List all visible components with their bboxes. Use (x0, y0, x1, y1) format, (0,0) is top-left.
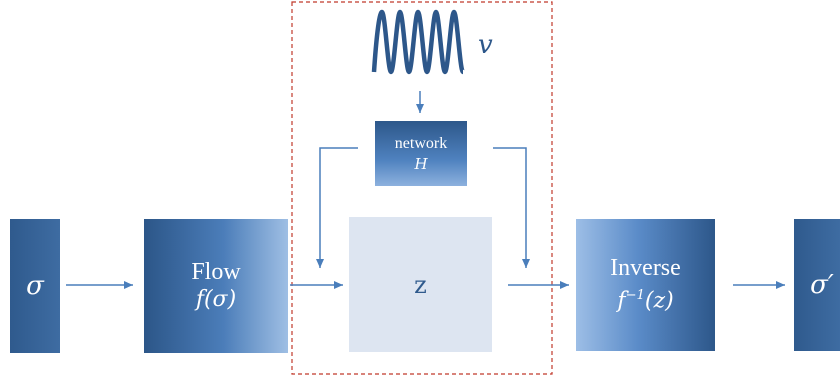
dashed-boundary (291, 1, 553, 375)
inverse-expression: f−1(z) (617, 282, 673, 315)
inverse-expr-arg: (z) (644, 288, 674, 314)
arrow-network-to-z-left (316, 147, 358, 268)
network-label: network (394, 134, 448, 152)
flow-box: Flow f(σ) (144, 219, 288, 353)
sigma-label: σ (26, 271, 44, 301)
network-variable: H (414, 154, 428, 173)
flow-label: Flow (191, 259, 241, 285)
flow-expression: f(σ) (195, 287, 237, 312)
inverse-expr-sup: −1 (625, 288, 645, 304)
inverse-label: Inverse (610, 255, 681, 282)
noise-label: v (478, 30, 493, 60)
latent-z-box: z (349, 217, 492, 352)
sigma-prime-box: σ′ (794, 219, 840, 351)
sigma-prime-label: σ′ (810, 270, 834, 300)
network-box: network H (375, 121, 467, 186)
sigma-box: σ (10, 219, 60, 353)
arrow-network-to-inverse (493, 147, 530, 268)
inverse-expr-base: f (617, 288, 626, 314)
z-label: z (414, 270, 427, 299)
inverse-box: Inverse f−1(z) (576, 219, 715, 351)
sine-wave-icon (371, 9, 466, 75)
